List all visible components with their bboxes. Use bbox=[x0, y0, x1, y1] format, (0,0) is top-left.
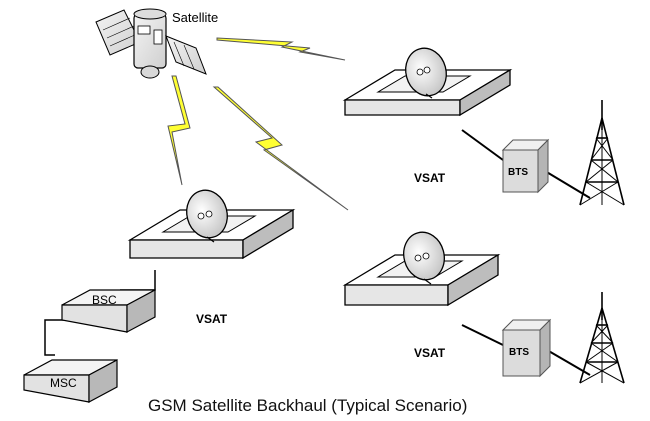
link-satellite-to-vsat-left bbox=[167, 75, 191, 186]
msc: MSC bbox=[23, 358, 118, 404]
bsc: BSC bbox=[61, 288, 156, 334]
tower-top-icon bbox=[579, 100, 625, 206]
vsat-bottom-right: VSAT bbox=[342, 231, 501, 360]
tower-bottom-icon bbox=[579, 292, 625, 384]
satellite: Satellite bbox=[95, 8, 218, 79]
vsat-top-right: VSAT bbox=[342, 47, 513, 185]
satellite-links bbox=[167, 37, 349, 211]
vsat-bottom-right-label: VSAT bbox=[414, 346, 446, 360]
bts-bottom-label: BTS bbox=[509, 347, 529, 358]
link-satellite-to-vsat-top-right bbox=[216, 37, 346, 61]
diagram-caption: GSM Satellite Backhaul (Typical Scenario… bbox=[148, 396, 467, 415]
msc-label: MSC bbox=[50, 376, 77, 390]
bts-bottom: BTS bbox=[501, 318, 552, 378]
link-satellite-to-vsat-bottom-right bbox=[212, 86, 349, 211]
bsc-label: BSC bbox=[92, 293, 117, 307]
bts-top: BTS bbox=[501, 138, 550, 194]
satellite-label: Satellite bbox=[172, 10, 218, 25]
vsat-left-label: VSAT bbox=[196, 312, 228, 326]
vsat-left: VSAT bbox=[127, 189, 296, 326]
bts-top-label: BTS bbox=[508, 167, 528, 178]
vsat-top-right-label: VSAT bbox=[414, 171, 446, 185]
